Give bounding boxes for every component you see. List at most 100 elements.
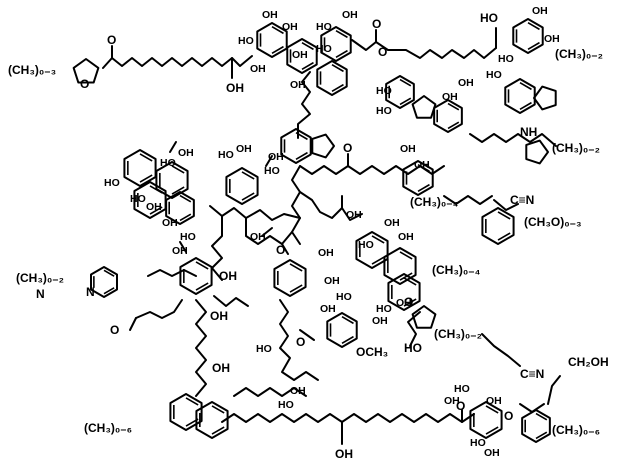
- ring-methoxy: [326, 312, 358, 348]
- phenanthrene-b-double-bond-2: [399, 251, 413, 260]
- bond-chains: [102, 27, 561, 445]
- indole-benzene-double-bond-0: [519, 101, 532, 110]
- ring-top-a: [256, 22, 288, 58]
- label-oh-r1f: OH: [250, 63, 266, 75]
- phenanthrene-c-double-bond-0: [403, 298, 417, 307]
- indole-benzene: [504, 78, 536, 114]
- ring-right-mid-double-bond-2: [497, 211, 511, 220]
- label-oh-r9d: OH: [396, 297, 412, 309]
- label-ho-r4b: HO: [376, 105, 392, 117]
- ring-center-lower-double-bond-0: [289, 284, 303, 293]
- ring-left-mid-double-bond-2: [195, 261, 209, 270]
- ring-left-a: [123, 149, 157, 187]
- chain-center-b: [299, 191, 363, 221]
- label-ester-o-top: O: [372, 17, 381, 31]
- label-oh-r5f: OH: [162, 217, 178, 229]
- label-ho-r9e: HO: [376, 303, 392, 315]
- label-methyl-0-2-pyrrole: (CH₃)₀₋₂: [552, 141, 600, 155]
- ring-right-upper: [402, 160, 434, 196]
- ring-bottom-right-b: [521, 409, 551, 443]
- ring-left-b-double-bond-0: [171, 186, 185, 195]
- label-pyridine-n: N: [86, 285, 95, 299]
- label-ho-r1c: HO: [238, 35, 254, 47]
- ring-bottom-right-a-double-bond-0: [485, 426, 499, 435]
- ring-left-c-double-bond-2: [149, 185, 163, 194]
- phenanthrene-a-double-bond-2: [371, 235, 385, 244]
- label-oh-r1b: OH: [282, 21, 298, 33]
- ring-top-right-double-bond-0: [527, 41, 540, 50]
- label-oh-r8a: OH: [346, 209, 362, 221]
- label-ho-r2b: HO: [316, 21, 332, 33]
- label-oh-r11a: OH: [318, 247, 334, 259]
- label-methyl-0-4-mid: (CH₃)₀₋₄: [432, 263, 481, 277]
- furan-ring-top-left: [72, 58, 100, 84]
- ring-top-right-double-bond-2: [527, 22, 540, 31]
- label-ho-r14a: HO: [454, 383, 470, 395]
- chain-ester-left: [135, 299, 183, 319]
- ether-lower: [299, 329, 315, 341]
- indole-benzene-double-bond-2: [519, 82, 532, 91]
- label-ester-o-chain: O: [378, 45, 387, 59]
- label-oh-r10a: OH: [172, 245, 188, 257]
- phenanthrene-c-double-bond-2: [403, 277, 417, 286]
- fluorene-center: [411, 95, 437, 119]
- label-oh-r7b: OH: [414, 159, 430, 171]
- chain-furan-ketone: [102, 55, 253, 69]
- aromatic-rings: [72, 18, 557, 443]
- ring-center-lower-double-bond-2: [289, 263, 303, 272]
- chain-nitrile-lower: [481, 333, 521, 367]
- indene-benzene: [280, 128, 312, 164]
- ring-top-d-double-bond-2: [331, 64, 344, 73]
- label-oh-r14c: OH: [484, 447, 500, 459]
- naphthalene-a: [169, 393, 203, 431]
- ring-bottom-right-a: [469, 401, 503, 439]
- carboxyl-stub-1: [169, 141, 177, 153]
- label-pyridine-n-small: N: [36, 287, 45, 301]
- carboxyl-stub-2: [265, 155, 273, 167]
- label-oh-r11b: OH: [324, 275, 340, 287]
- label-oh-r14e: OH: [444, 395, 460, 407]
- label-ho-r5d: HO: [130, 193, 146, 205]
- ring-top-c-double-bond-0: [335, 49, 348, 58]
- ring-left-d-double-bond-0: [179, 213, 192, 222]
- phenanthrene-b: [383, 247, 417, 285]
- label-nitrile-lower: C≡N: [520, 367, 544, 381]
- ring-left-a-double-bond-0: [139, 174, 153, 183]
- label-oh-chain-top: OH: [226, 81, 244, 95]
- label-methyl-0-3: (CH₃)₀₋₃: [8, 63, 56, 77]
- label-oh-r1a: OH: [262, 9, 278, 21]
- label-ho-r6d: HO: [264, 165, 280, 177]
- label-oh-r6b: OH: [236, 143, 252, 155]
- ring-left-c-double-bond-0: [149, 206, 163, 215]
- label-oh-r5a: OH: [178, 147, 194, 159]
- indene-benzene-double-bond-0: [295, 151, 308, 160]
- atom-labels: (CH₃)₀₋₃ (CH₃)₀₋₂ (CH₃)₀₋₂ (CH₃)₀₋₄ (CH₃…: [8, 5, 609, 461]
- label-oh-r13b: OH: [290, 385, 306, 397]
- label-ho-r6a: HO: [218, 149, 234, 161]
- indene-five: [311, 133, 335, 159]
- pyrrole-right: [525, 139, 549, 165]
- ring-right-upper-double-bond-0: [417, 183, 430, 192]
- label-methyl-0-2-left: (CH₃)₀₋₂: [16, 271, 64, 285]
- fluorene-right: [433, 99, 463, 133]
- label-ketone-o-top: O: [107, 33, 116, 47]
- label-oh-r11c: OH: [320, 303, 336, 315]
- label-indole-nh: NH: [520, 125, 537, 139]
- ring-left-d-double-bond-2: [179, 194, 192, 203]
- chain-furan-right: [407, 311, 421, 347]
- label-methyl-0-2-furan: (CH₃)₀₋₂: [434, 327, 482, 341]
- carboxyl-stub-4: [261, 227, 273, 237]
- label-ho-r14d: HO: [470, 437, 486, 449]
- ring-top-d-double-bond-0: [331, 83, 344, 92]
- naphthalene-a-double-bond-2: [185, 397, 199, 406]
- chain-ester-top: [351, 39, 497, 59]
- pyridine-ring-double-bond-2: [103, 269, 115, 277]
- label-oh-r4c: OH: [442, 91, 458, 103]
- label-methoxy-0-3: (CH₃O)₀₋₃: [524, 215, 582, 229]
- chain-bottom: [221, 413, 475, 423]
- ring-top-b-double-bond-0: [301, 61, 314, 70]
- label-ho-r13a: HO: [256, 343, 272, 355]
- ester-left-carbonyl: [129, 317, 137, 331]
- fluorene-right-double-bond-0: [447, 121, 460, 130]
- label-oh-furan-chain: HO: [404, 341, 422, 355]
